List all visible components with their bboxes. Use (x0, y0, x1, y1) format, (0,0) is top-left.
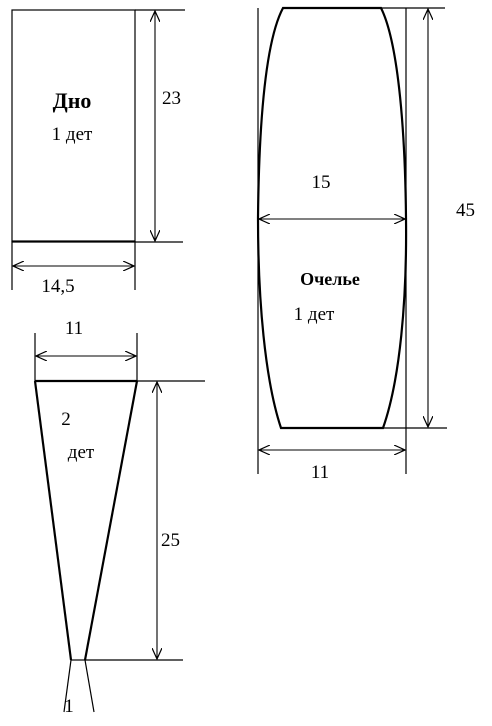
side-height-label: 25 (161, 530, 180, 551)
band-middle-width-label: 15 (312, 172, 331, 193)
bottom-piece-outline (11, 9, 136, 242)
side-bottom-width-label: 1 (64, 696, 74, 717)
side-left-edge (33, 380, 73, 661)
side-right-edge (83, 380, 139, 661)
band-piece-outline (256, 6, 408, 430)
band-piece-title: Очелье (300, 269, 360, 289)
band-piece: 15 Очелье 1 дет 11 45 (256, 6, 475, 483)
band-bottom-width-label: 11 (311, 462, 329, 483)
side-bottom-right-extension-line (84, 659, 95, 713)
side-bottom-left-extension-line (63, 659, 72, 713)
bottom-height-label: 23 (162, 88, 181, 109)
bottom-piece-title: Дно (53, 88, 92, 113)
side-top-width-label: 11 (65, 318, 83, 339)
side-qty-number: 2 (61, 409, 71, 430)
bottom-piece-qty: 1 дет (52, 124, 93, 145)
side-piece: 11 2 дет 25 1 (33, 318, 205, 717)
band-piece-qty: 1 дет (294, 304, 335, 325)
side-qty-unit: дет (68, 442, 95, 463)
band-height-label: 45 (456, 200, 475, 221)
bottom-width-label: 14,5 (41, 276, 74, 297)
bottom-piece: Дно 1 дет 23 14,5 (11, 9, 185, 297)
